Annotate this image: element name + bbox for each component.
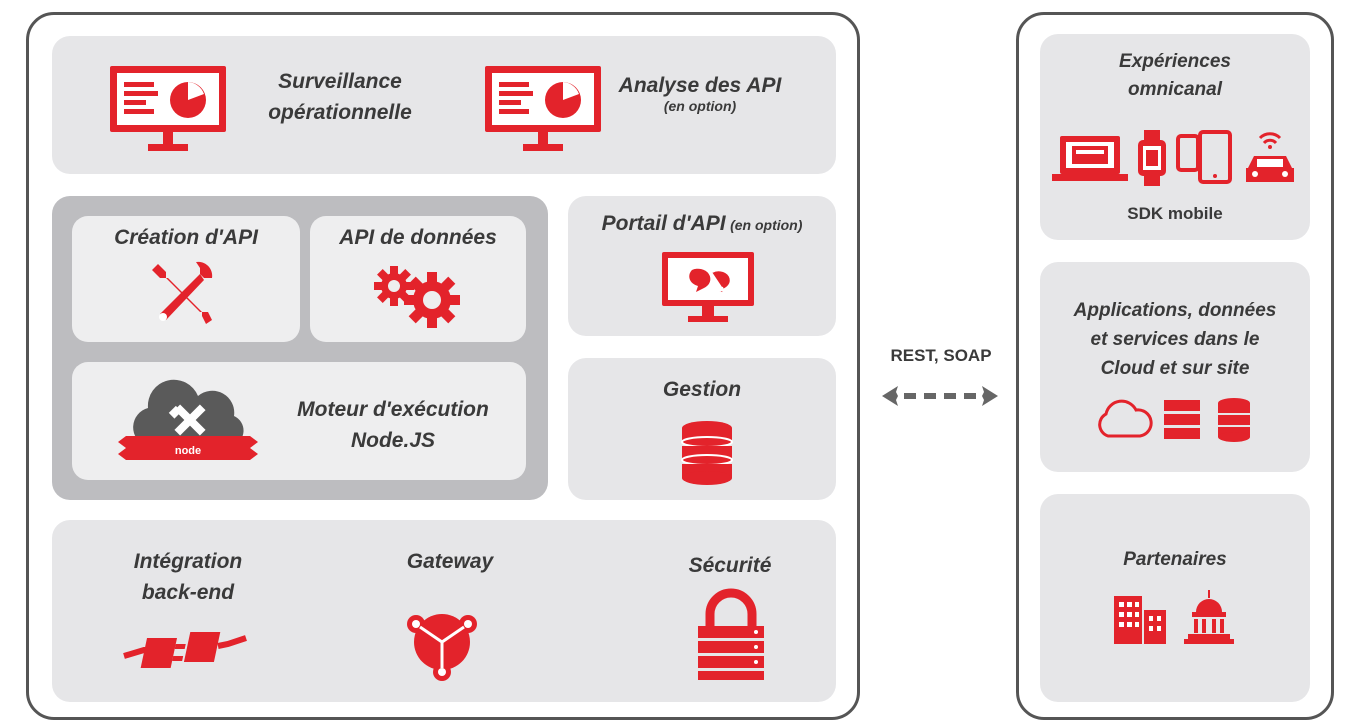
node-cloud-icon: node — [118, 379, 258, 460]
portal-title: Portail d'API (en option) — [601, 212, 803, 235]
smartwatch-icon — [1138, 130, 1166, 186]
api-creation-card — [72, 216, 300, 342]
apps-title: Applications, données et services dans l… — [1073, 300, 1277, 379]
runtime-title: Moteur d'exécution Node.JS — [297, 398, 489, 452]
plug-icon — [123, 632, 247, 668]
laptop-icon — [1052, 136, 1128, 181]
server-icon — [1164, 400, 1200, 439]
sdk-mobile-caption: SDK mobile — [1127, 204, 1223, 223]
partners-panel — [1040, 494, 1310, 702]
cloud-icon — [1098, 399, 1153, 438]
data-api-title: API de données — [339, 226, 497, 249]
monitor-chat-icon — [662, 252, 754, 322]
devices-icon — [1176, 130, 1232, 184]
buildings-icon — [1114, 596, 1166, 644]
gateway-icon — [407, 614, 477, 681]
gears-icon — [374, 266, 460, 328]
lock-icon — [698, 588, 764, 680]
monitor-dashboard-icon — [110, 66, 226, 151]
integration-title: Intégration back-end — [133, 550, 243, 604]
node-banner-text: node — [175, 445, 201, 457]
monitoring-title: Surveillance opérationnelle — [268, 70, 412, 124]
tools-icon — [152, 261, 213, 324]
database-icon — [681, 421, 733, 485]
security-title: Sécurité — [688, 554, 772, 577]
database-icon — [1218, 398, 1250, 442]
analytics-title: Analyse des API (en option) — [618, 74, 782, 114]
connector-label: REST, SOAP — [890, 346, 992, 365]
gateway-title: Gateway — [406, 550, 494, 573]
api-creation-title: Création d'API — [114, 226, 258, 249]
monitor-dashboard-icon — [485, 66, 601, 151]
government-icon — [1184, 590, 1234, 644]
double-arrow-icon — [882, 386, 998, 406]
management-title: Gestion — [662, 378, 742, 401]
connected-car-icon — [1246, 132, 1294, 182]
omnichannel-title: Expériences omnicanal — [1119, 51, 1231, 100]
partners-title: Partenaires — [1123, 549, 1227, 570]
